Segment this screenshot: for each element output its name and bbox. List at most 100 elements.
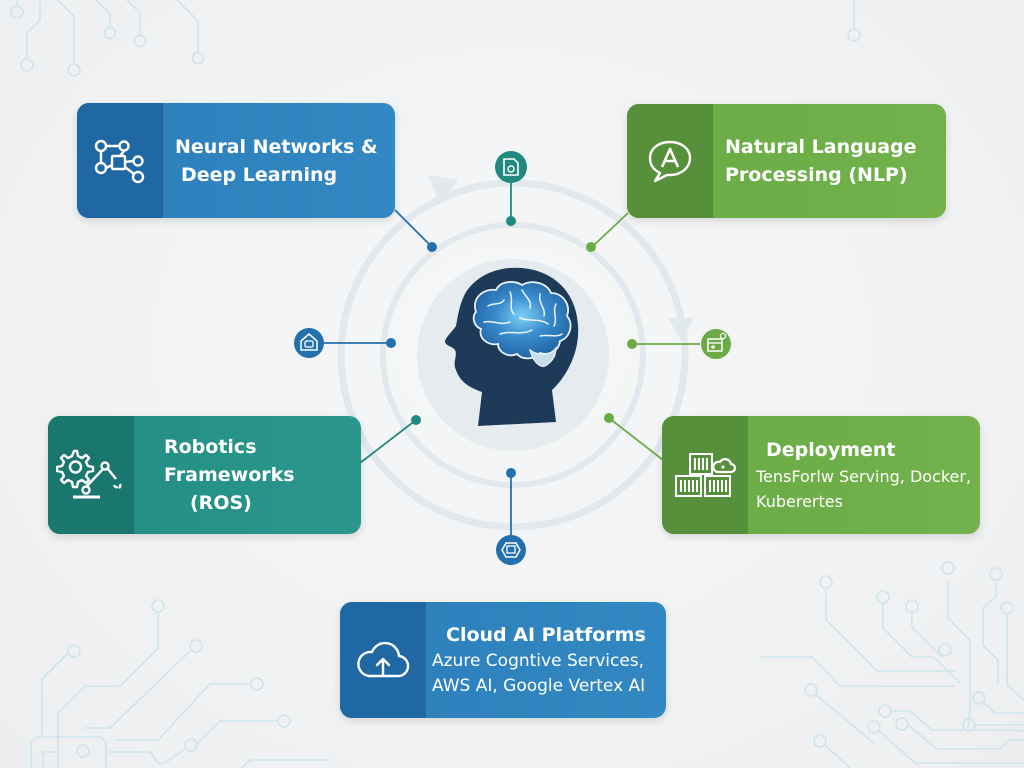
card-title-line: Frameworks — [164, 464, 295, 486]
card-title-line: Neural Networks & — [175, 135, 378, 158]
circuit-trace — [41, 651, 70, 735]
head-with-brain-icon — [445, 267, 579, 426]
card-icon-panel — [662, 416, 748, 534]
document-gear-icon[interactable] — [495, 151, 527, 183]
circuit-trace — [982, 583, 999, 684]
circuit-trace — [176, 0, 199, 52]
card-text-panel: Deployment TensForlw Serving, Docker, Ku… — [748, 416, 980, 534]
circuit-node — [103, 26, 117, 40]
circuit-trace — [947, 582, 971, 729]
card-deployment[interactable]: Deployment TensForlw Serving, Docker, Ku… — [662, 416, 980, 534]
connector-dot — [386, 338, 396, 348]
connector-dot — [604, 413, 614, 423]
card-text-panel: Cloud AI Platforms Azure Cogntive Servic… — [426, 602, 666, 718]
circuit-trace — [882, 603, 961, 684]
connector-dot — [506, 468, 516, 478]
card-title-line: Processing (NLP) — [725, 164, 908, 186]
circuit-trace — [981, 700, 1024, 714]
circuit-node — [878, 704, 892, 718]
card-neural-networks[interactable]: Neural Networks & Deep Learning — [77, 103, 395, 218]
card-subtitle-line: TensForlw Serving, Docker, — [756, 467, 972, 486]
circuit-node — [962, 718, 976, 732]
circuit-node — [76, 744, 90, 758]
card-title-line: Natural Language — [725, 136, 917, 158]
circuit-node — [867, 720, 881, 734]
circuit-node — [133, 34, 147, 48]
connector-neural-networks — [394, 209, 433, 248]
circuit-trace — [241, 759, 251, 768]
cloud-upload-icon — [357, 641, 410, 678]
containers-cloud-icon — [675, 453, 736, 497]
circuit-trace — [760, 656, 955, 687]
circuit-trace — [115, 683, 251, 741]
circuit-node — [876, 590, 890, 604]
card-title: Deployment — [766, 439, 896, 461]
house-robot-icon[interactable] — [294, 328, 324, 358]
circuit-node — [905, 599, 919, 613]
circuit-trace — [891, 710, 1024, 732]
ring-arrow-top — [428, 175, 458, 205]
circuit-trace — [814, 693, 876, 745]
circuit-trace — [907, 724, 1024, 750]
circuit-trace — [95, 0, 111, 27]
circuit-node — [67, 644, 81, 658]
package-hexagon-icon[interactable] — [496, 535, 526, 565]
circuit-node — [847, 28, 861, 42]
card-title-line: Deep Learning — [181, 163, 338, 186]
circuit-trace — [825, 589, 955, 672]
card-cloud-ai-platforms[interactable]: Cloud AI Platforms Azure Cogntive Servic… — [340, 602, 666, 718]
card-icon-panel — [48, 416, 134, 534]
circuit-node — [989, 567, 1003, 581]
card-icon-panel — [77, 103, 163, 218]
connector-dot — [411, 415, 421, 425]
circuit-trace — [911, 612, 943, 658]
gear-robot-arm-icon — [56, 449, 122, 499]
circuit-node — [813, 734, 827, 748]
circuit-node — [250, 677, 264, 691]
circuit-trace — [84, 650, 191, 729]
card-subtitle-line: Kuberertes — [756, 492, 843, 511]
connector-deployment — [608, 417, 664, 461]
card-subtitle-line: Azure Cogntive Services, — [432, 651, 645, 671]
window-gear-icon[interactable] — [701, 329, 731, 359]
circuit-trace — [30, 736, 107, 768]
circuit-node — [10, 5, 24, 19]
circuit-node — [20, 58, 34, 72]
circuit-node — [972, 691, 986, 705]
card-subtitle-line: AWS AI, Google Vertex AI — [432, 676, 646, 696]
card-text-panel: Natural Language Processing (NLP) — [713, 104, 946, 218]
circuit-trace — [194, 720, 278, 747]
card-nlp[interactable]: Natural Language Processing (NLP) — [627, 104, 946, 218]
outer-ring — [337, 179, 689, 531]
ring-arrow-right — [668, 318, 694, 342]
connector-dot — [506, 216, 516, 226]
card-icon-panel — [627, 104, 713, 218]
card-robotics[interactable]: Robotics Frameworks (ROS) — [48, 416, 361, 534]
connector-dot — [427, 242, 437, 252]
card-text-panel: Robotics Frameworks (ROS) — [134, 416, 361, 534]
circuit-trace — [126, 0, 141, 35]
circuit-node — [191, 51, 205, 65]
card-title-line: Robotics — [164, 436, 257, 458]
circuit-node — [1000, 601, 1014, 615]
circuit-trace — [878, 730, 1024, 764]
circuit-trace — [824, 744, 851, 768]
circuit-trace — [1006, 615, 1024, 701]
circuit-trace — [108, 748, 186, 764]
circuit-node — [277, 714, 291, 728]
circuit-trace — [57, 0, 75, 64]
circuit-node — [804, 683, 818, 697]
circuit-trace — [26, 0, 41, 58]
circuit-node — [184, 738, 198, 752]
circuit-trace — [42, 751, 59, 768]
circuit-node — [941, 561, 955, 575]
connector-nlp — [591, 212, 629, 248]
card-icon-panel — [340, 602, 426, 718]
circuit-node — [819, 575, 833, 589]
connector-dot — [627, 339, 637, 349]
circuit-node — [895, 717, 909, 731]
circuit-node — [938, 643, 952, 657]
card-title: Cloud AI Platforms — [446, 624, 646, 646]
